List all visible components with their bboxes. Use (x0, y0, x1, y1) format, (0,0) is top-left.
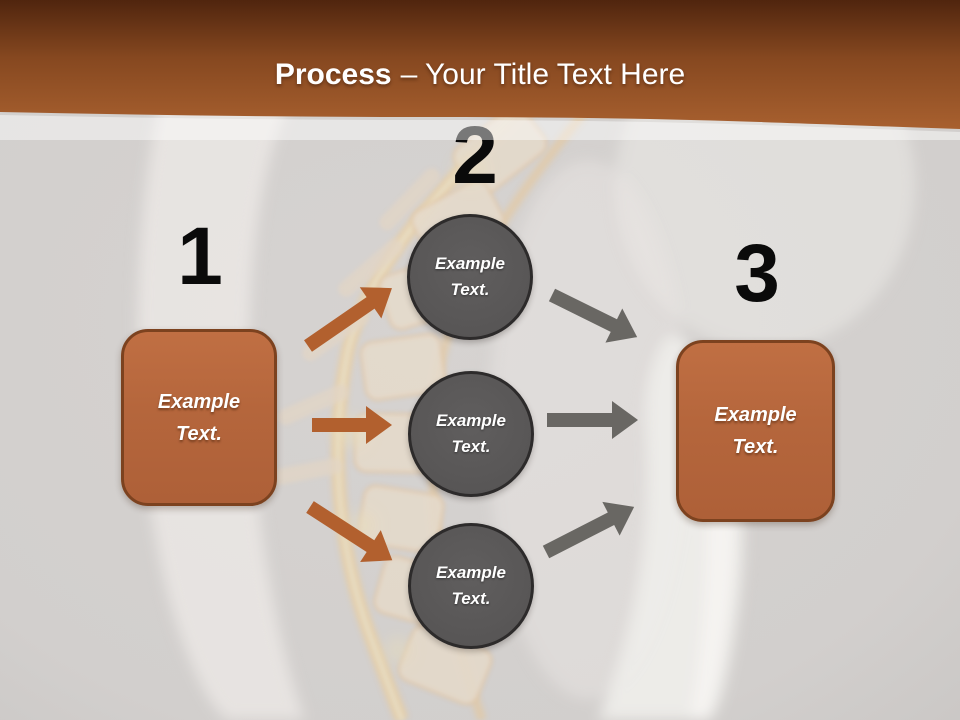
step2-circle-middle: Example Text. (408, 371, 534, 497)
slide-title: Process– Your Title Text Here (0, 57, 960, 93)
title-regular-text: – Your Title Text Here (400, 58, 686, 91)
step2-circle-bottom: Example Text. (408, 523, 534, 649)
step-number-1: 1 (177, 211, 223, 302)
step2-circle-middle-label: Example Text. (436, 410, 506, 456)
step3-example-box: Example Text. (676, 340, 835, 522)
step2-circle-top-label: Example Text. (435, 253, 505, 299)
step1-box-label: Example Text. (157, 390, 241, 445)
step2-circle-bottom-label: Example Text. (436, 562, 506, 608)
step2-circle-top: Example Text. (407, 214, 533, 340)
step-number-3: 3 (734, 228, 780, 319)
step3-box-label: Example Text. (714, 404, 797, 458)
step1-example-box: Example Text. (121, 329, 277, 506)
title-bold-text: Process (274, 58, 392, 91)
step-number-2: 2 (452, 110, 498, 201)
